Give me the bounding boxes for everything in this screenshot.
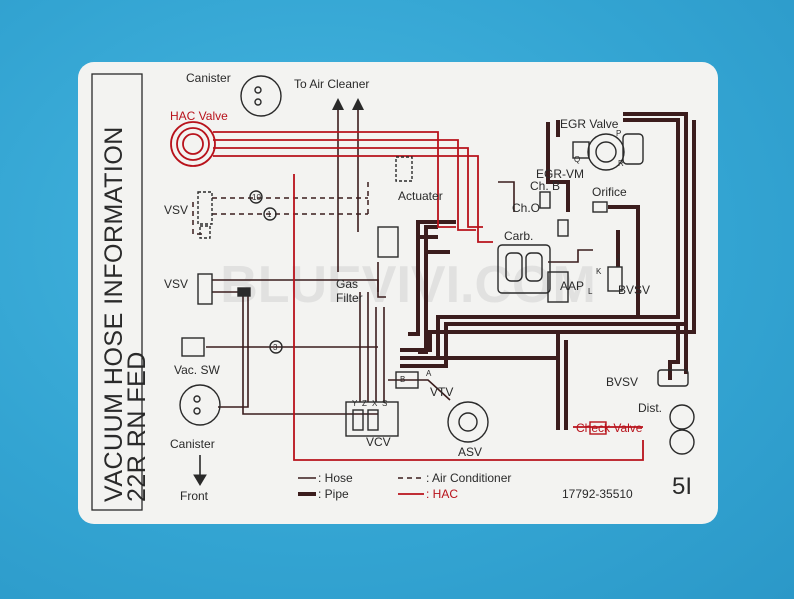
marker-1-text: 1 xyxy=(267,210,272,219)
marker-3-text: 3 xyxy=(273,343,278,352)
label-check-valve: Check Valve xyxy=(576,421,643,435)
bvsv-lower-symbol xyxy=(657,369,689,387)
pipe-trunk-1 xyxy=(400,118,680,360)
label-egr-valve: EGR Valve xyxy=(560,117,619,131)
pin-r: R xyxy=(618,159,624,168)
label-dist: Dist. xyxy=(638,401,662,415)
orifice-symbol xyxy=(592,201,608,213)
hac-network xyxy=(213,131,644,461)
label-asv: ASV xyxy=(458,445,482,459)
label-vcv: VCV xyxy=(366,435,391,449)
label-vsv-upper: VSV xyxy=(164,203,188,217)
carb-symbol xyxy=(497,244,551,294)
pin-a: A xyxy=(426,369,432,378)
pin-q: Q xyxy=(574,155,580,164)
hac-line-4 xyxy=(213,155,493,243)
pipe-trunk-3 xyxy=(400,120,696,352)
canister-top-symbol xyxy=(240,75,282,117)
vcv-symbol xyxy=(345,401,399,437)
label-to-air-cleaner: To Air Cleaner xyxy=(294,77,369,91)
pin-z: Z xyxy=(362,399,367,408)
label-egr-vm: EGR-VM xyxy=(536,167,584,181)
ch-b-symbol xyxy=(539,191,551,209)
label-orifice: Orifice xyxy=(592,185,627,199)
legend-hac-label: : HAC xyxy=(426,487,458,501)
title-line-2: 22R RN FED xyxy=(123,351,151,502)
gas-filter-symbol xyxy=(377,226,399,258)
hac-line-1 xyxy=(213,131,456,228)
front-arrow xyxy=(193,455,207,486)
label-ch-b: Ch. B xyxy=(530,179,560,193)
vac-sw-symbol xyxy=(181,337,205,357)
label-bvsv-upper: BVSV xyxy=(618,283,650,297)
hac-line-3 xyxy=(213,147,483,228)
label-ch-o: Ch.O xyxy=(512,201,540,215)
label-hac-valve: HAC Valve xyxy=(170,109,228,123)
hac-valve-symbol xyxy=(170,121,216,167)
pipe-trunk-2 xyxy=(400,112,688,368)
legend-pipe-label: : Pipe xyxy=(318,487,349,501)
hose-network xyxy=(192,102,696,430)
pin-j: J xyxy=(616,253,620,262)
legend: : Hose : Air Conditioner : Pipe : HAC xyxy=(298,471,511,501)
pin-b: B xyxy=(400,375,405,384)
label-canister-top: Canister xyxy=(186,71,231,85)
bvsv-upper-symbol xyxy=(607,266,623,292)
hose-vtv xyxy=(388,379,451,401)
pipe-orifice xyxy=(608,205,640,317)
diagram-code: 5I xyxy=(672,473,692,500)
hac-line-2 xyxy=(213,139,476,231)
actuater-symbol xyxy=(395,156,413,182)
watermark-text: BLUEVIVI.COM xyxy=(220,256,596,314)
vsv-upper-symbol xyxy=(197,191,213,225)
ch-o-symbol xyxy=(557,219,569,237)
pin-y: Y xyxy=(352,399,358,408)
aap-symbol xyxy=(547,271,569,303)
hose-vsv-lower xyxy=(212,291,378,415)
label-vac-sw: Vac. SW xyxy=(174,363,220,377)
pipe-egr-left xyxy=(546,122,570,212)
label-gas-filter-2: Filter xyxy=(336,291,363,305)
pipe-carb-1 xyxy=(416,220,456,237)
label-aap: AAP xyxy=(560,279,584,293)
pin-s: S xyxy=(382,399,387,408)
check-valve-symbol xyxy=(589,421,607,435)
vacuum-hose-label-card: BLUEVIVI.COM VACUUM HOSE INFORMATION 22R… xyxy=(78,62,718,524)
label-bvsv-lower: BVSV xyxy=(606,375,638,389)
canister-bottom-symbol xyxy=(179,384,221,426)
marker-10-text: 10 xyxy=(252,193,261,202)
air-cleaner-arrows xyxy=(332,98,364,110)
label-actuater: Actuater xyxy=(398,189,443,203)
label-vsv-lower: VSV xyxy=(164,277,188,291)
label-vtv: VTV xyxy=(430,385,453,399)
components xyxy=(179,75,695,455)
pipe-bvsv-lower xyxy=(668,324,680,380)
hose-aap xyxy=(548,249,593,263)
label-gas-filter: Gas xyxy=(336,277,358,291)
title-line-1: VACUUM HOSE INFORMATION xyxy=(100,126,128,502)
legend-hose-label: : Hose xyxy=(318,471,353,485)
title-box xyxy=(91,73,143,511)
part-number: 17792-35510 xyxy=(562,487,633,501)
pin-x: X xyxy=(372,399,378,408)
pin-p: P xyxy=(616,129,621,138)
asv-symbol xyxy=(447,401,489,443)
hose-canister-bot xyxy=(218,294,249,408)
hose-carb-ch xyxy=(498,181,515,212)
hac-line-5 xyxy=(293,174,644,461)
label-front: Front xyxy=(180,489,209,503)
vtv-symbol xyxy=(395,371,419,389)
hose-gas-filter xyxy=(377,262,386,298)
legend-ac-label: : Air Conditioner xyxy=(426,471,511,485)
egr-vm-symbol xyxy=(622,133,644,165)
vsv-lower-symbol xyxy=(197,273,213,305)
label-canister-bottom: Canister xyxy=(170,437,215,451)
dist-symbol xyxy=(669,404,695,430)
pin-l: L xyxy=(588,287,593,296)
pin-k: K xyxy=(596,267,602,276)
label-carb: Carb. xyxy=(504,229,533,243)
egr-valve-symbol xyxy=(587,133,625,171)
